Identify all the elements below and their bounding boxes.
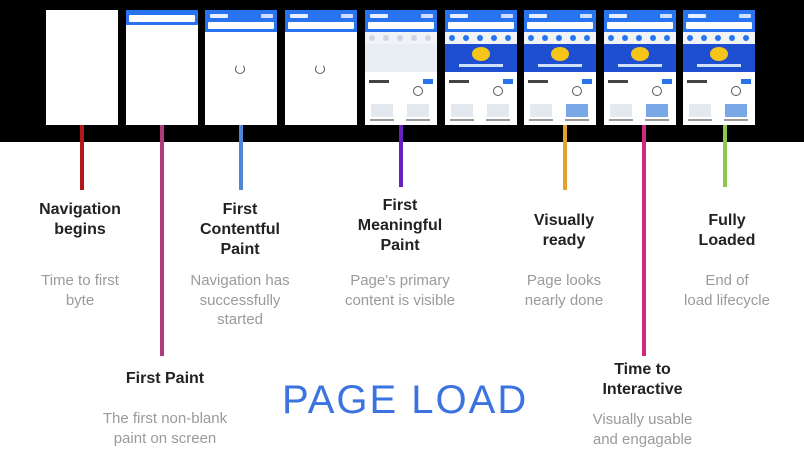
marker-fully-loaded: [723, 125, 727, 187]
deals-section: [445, 74, 517, 100]
marker-time-to-interactive: [642, 125, 646, 356]
category-row: [445, 32, 517, 44]
header-icons: [660, 14, 672, 18]
sale-badge-icon: [710, 47, 728, 61]
brand-logo: [370, 14, 388, 18]
search-bar: [448, 22, 514, 29]
promo-banner: [445, 44, 517, 72]
sale-badge-icon: [631, 47, 649, 61]
header-icons: [421, 14, 433, 18]
sale-badge-icon: [551, 47, 569, 61]
frame-blank: [46, 10, 118, 125]
header-icons: [341, 14, 353, 18]
product-row: [445, 102, 517, 125]
deals-section: [683, 74, 755, 100]
marker-first-meaningful-paint: [399, 125, 403, 187]
search-bar: [527, 22, 593, 29]
header-icons: [501, 14, 513, 18]
clock-icon: [493, 86, 503, 96]
product-row: [365, 102, 437, 125]
category-row: [365, 32, 437, 44]
clock-icon: [572, 86, 582, 96]
milestone-title-first-paint: First Paint: [125, 370, 205, 387]
search-bar: [129, 15, 195, 22]
clock-icon: [413, 86, 423, 96]
marker-first-contentful-paint: [239, 125, 243, 190]
product-row: [604, 102, 676, 125]
brand-logo: [290, 14, 308, 18]
header-icons: [261, 14, 273, 18]
promo-banner: [524, 44, 596, 72]
brand-logo: [529, 14, 547, 18]
frame-visually-ready: [524, 10, 596, 125]
deals-section: [365, 74, 437, 100]
loading-spinner-icon: [235, 64, 245, 74]
deals-section: [604, 74, 676, 100]
promo-banner: [683, 44, 755, 72]
category-row: [683, 32, 755, 44]
brand-logo: [450, 14, 468, 18]
frame-loading: [285, 10, 357, 125]
search-bar: [208, 22, 274, 29]
brand-logo: [210, 14, 228, 18]
deals-section: [524, 74, 596, 100]
frame-interactive: [604, 10, 676, 125]
clock-icon: [652, 86, 662, 96]
frame-first-paint: [126, 10, 198, 125]
marker-navigation-begins: [80, 125, 84, 190]
search-bar: [607, 22, 673, 29]
search-bar: [288, 22, 354, 29]
marker-visually-ready: [563, 125, 567, 190]
search-bar: [686, 22, 752, 29]
filmstrip: [0, 0, 804, 142]
brand-logo: [609, 14, 627, 18]
search-bar: [368, 22, 434, 29]
header-icons: [580, 14, 592, 18]
product-row: [524, 102, 596, 125]
marker-first-paint: [160, 125, 164, 356]
promo-banner: [604, 44, 676, 72]
clock-icon: [731, 86, 741, 96]
diagram-title: PAGE LOAD: [282, 378, 529, 422]
frame-fully-loaded: [683, 10, 755, 125]
brand-logo: [688, 14, 706, 18]
frame-visually-ready-early: [445, 10, 517, 125]
promo-banner: [365, 44, 437, 72]
frame-contentful-paint: [205, 10, 277, 125]
frame-meaningful-paint: [365, 10, 437, 125]
category-row: [524, 32, 596, 44]
sale-badge-icon: [472, 47, 490, 61]
category-row: [604, 32, 676, 44]
product-row: [683, 102, 755, 125]
loading-spinner-icon: [315, 64, 325, 74]
header-icons: [739, 14, 751, 18]
